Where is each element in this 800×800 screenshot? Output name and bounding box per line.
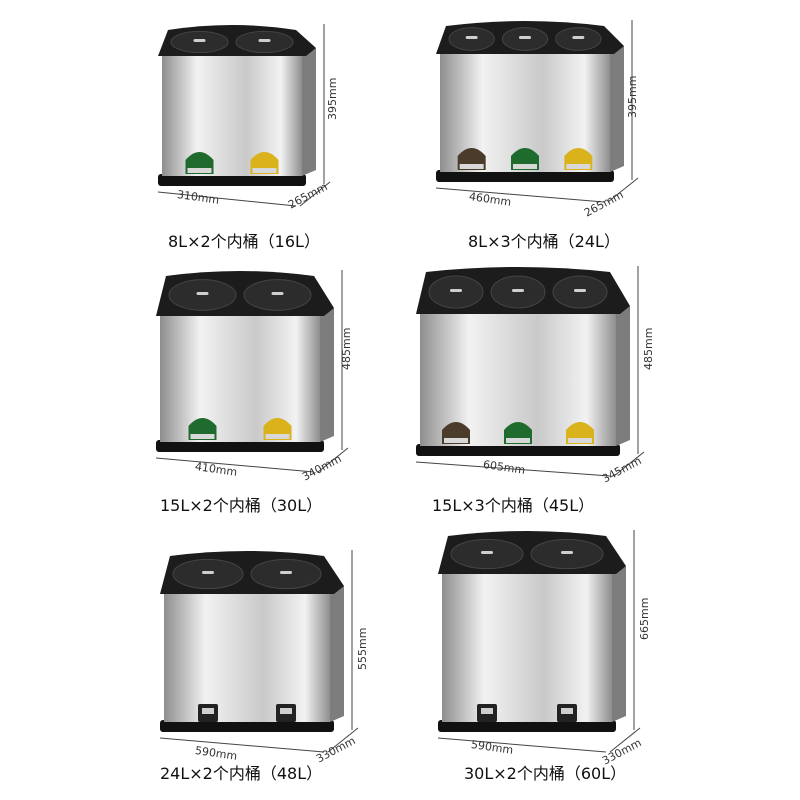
- width-guide-line: [155, 457, 315, 473]
- bin-side: [302, 48, 316, 176]
- lid-handle: [202, 571, 214, 574]
- lid-handle: [481, 551, 493, 554]
- product-caption: 15L×2个内桶（30L）: [160, 496, 323, 515]
- product-cell-3: 485mm 340mm 410mm 15L×2个内桶（30L）: [0, 260, 400, 520]
- product-caption: 8L×3个内桶（24L）: [468, 232, 620, 251]
- height-label: 665mm: [638, 597, 651, 640]
- width-guide-line: [415, 461, 611, 477]
- bin-base: [416, 444, 620, 456]
- pedal-plate: [566, 164, 591, 169]
- pedal-plate: [481, 708, 493, 714]
- product-caption: 30L×2个内桶（60L）: [464, 764, 627, 783]
- lid-handle: [512, 289, 524, 292]
- pedal-plate: [252, 168, 277, 173]
- bin-base: [158, 174, 306, 186]
- trash-bin-image-1: [157, 24, 331, 207]
- height-label: 485mm: [340, 327, 353, 370]
- bin-base: [156, 440, 324, 452]
- pedal-plate: [190, 434, 215, 439]
- bin-side: [330, 586, 344, 722]
- height-label: 485mm: [642, 327, 655, 370]
- lid-handle: [258, 39, 271, 42]
- product-cell-6: 665mm 330mm 590mm 30L×2个内桶（60L）: [400, 520, 800, 783]
- bin-body: [164, 594, 330, 722]
- trash-bin-image-6: [437, 530, 641, 753]
- bin-side: [616, 306, 630, 446]
- product-caption: 24L×2个内桶（48L）: [160, 764, 323, 783]
- height-label: 395mm: [626, 75, 639, 118]
- pedal-plate: [506, 438, 530, 443]
- bin-side: [320, 308, 334, 442]
- pedal-plate: [265, 434, 290, 439]
- lid-handle: [561, 551, 573, 554]
- product-caption: 15L×3个内桶（45L）: [432, 496, 595, 515]
- depth-guide-line: [317, 447, 349, 473]
- lid-handle: [196, 292, 209, 295]
- product-cell-1: 395mm 265mm 310mm 8L×2个内桶（16L）: [0, 0, 400, 260]
- bin-body: [160, 316, 320, 442]
- width-guide-line: [159, 737, 325, 753]
- bin-body: [162, 56, 302, 176]
- trash-bin-image-4: [415, 266, 645, 477]
- height-label: 555mm: [356, 627, 369, 670]
- product-cell-2: 395mm 265mm 460mm 8L×3个内桶（24L）: [400, 0, 800, 260]
- product-cell-5: 555mm 330mm 590mm 24L×2个内桶（48L）: [0, 520, 400, 783]
- bin-base: [436, 170, 614, 182]
- pedal-plate: [202, 708, 214, 714]
- lid-handle: [271, 292, 284, 295]
- width-guide-line: [157, 191, 297, 207]
- trash-bin-image-3: [155, 270, 349, 473]
- depth-guide-line: [327, 727, 359, 753]
- lid-handle: [572, 36, 585, 39]
- depth-guide-line: [607, 177, 639, 203]
- height-label: 395mm: [326, 77, 339, 120]
- trash-bin-image-5: [159, 550, 359, 753]
- depth-guide-line: [299, 181, 331, 207]
- pedal-plate: [459, 164, 484, 169]
- bin-body: [442, 574, 612, 722]
- product-caption: 8L×2个内桶（16L）: [168, 232, 320, 251]
- depth-guide-line: [609, 727, 641, 753]
- lid-handle: [574, 289, 586, 292]
- trash-bin-image-2: [435, 20, 639, 203]
- bin-base: [160, 720, 334, 732]
- product-cell-4: 485mm 345mm 605mm 15L×3个内桶（45L）: [400, 260, 800, 520]
- lid-handle: [519, 36, 531, 39]
- pedal-plate: [568, 438, 592, 443]
- bin-side: [610, 46, 624, 172]
- lid-handle: [450, 289, 462, 292]
- width-guide-line: [435, 187, 605, 203]
- lid-handle: [280, 571, 292, 574]
- width-guide-line: [437, 737, 607, 753]
- pedal-plate: [513, 164, 537, 169]
- pedal-plate: [561, 708, 573, 714]
- lid-handle: [193, 39, 206, 42]
- pedal-plate: [444, 438, 468, 443]
- depth-guide-line: [613, 451, 645, 477]
- lid-handle: [465, 36, 478, 39]
- pedal-plate: [187, 168, 212, 173]
- bin-base: [438, 720, 616, 732]
- bin-side: [612, 566, 626, 722]
- pedal-plate: [280, 708, 292, 714]
